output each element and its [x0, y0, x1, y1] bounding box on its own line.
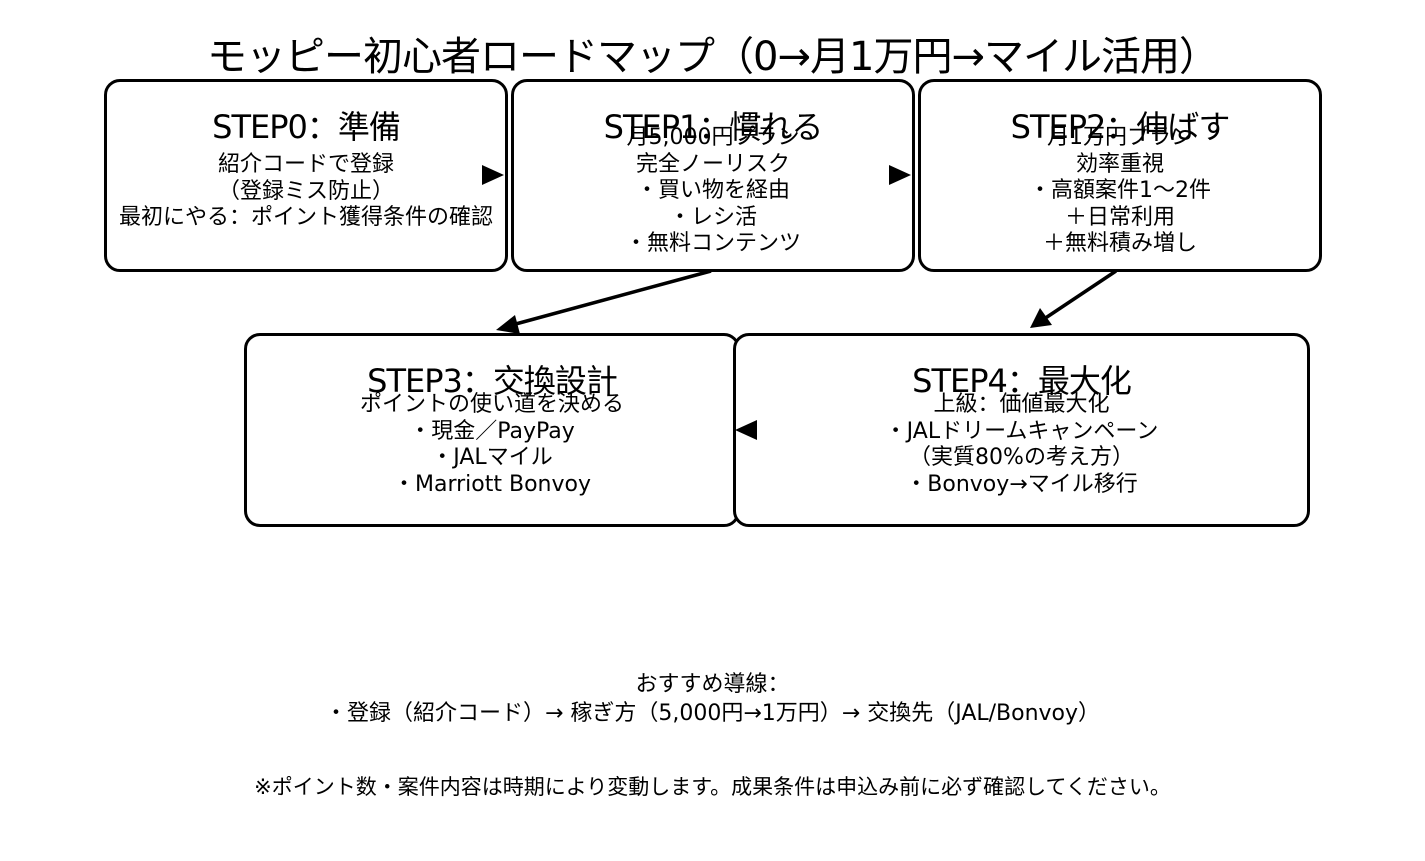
step0-details: 紹介コードで登録 （登録ミス防止） 最初にやる：ポイント獲得条件の確認	[107, 152, 505, 232]
step3-heading: STEP3：交換設計	[367, 362, 618, 400]
arrow-step1-to-step3	[496, 269, 712, 334]
step1-line: 完全ノーリスク	[635, 151, 790, 177]
step4-line: ・Bonvoy→マイル移行	[905, 471, 1138, 497]
step3-line: ・現金／PayPay	[409, 418, 575, 444]
step0-box: STEP0：準備 紹介コードで登録 （登録ミス防止） 最初にやる：ポイント獲得条…	[104, 79, 508, 272]
step4-line: （実質80%の考え方）	[909, 445, 1134, 470]
step2-details: 月1万円プラン 効率重視 ・高額案件1〜2件 ＋日常利用 ＋無料積み増し	[921, 125, 1319, 258]
step4-line: ・JALドリームキャンペーン	[884, 418, 1159, 444]
step1-line: ・買い物を経由	[635, 178, 790, 203]
step2-heading: STEP2：伸ばす	[1010, 108, 1231, 146]
step3-line: ポイントの使い道を決める	[359, 392, 624, 417]
step4-details: 上級：価値最大化 ・JALドリームキャンペーン （実質80%の考え方） ・Bon…	[736, 392, 1307, 498]
diagram-title: モッピー初心者ロードマップ（0→月1万円→マイル活用）	[207, 34, 1219, 80]
step1-line: 月5,000円プラン	[626, 125, 800, 150]
step0-heading: STEP0：準備	[212, 108, 401, 146]
step2-line: 効率重視	[1075, 151, 1164, 177]
step0-line: （登録ミス防止）	[217, 178, 394, 204]
recommendation-note: おすすめ導線： ・登録（紹介コード）→ 稼ぎ方（5,000円→1万円）→ 交換先…	[0, 670, 1425, 728]
arrow-step0-to-step1	[482, 165, 504, 185]
recommendation-path: ・登録（紹介コード）→ 稼ぎ方（5,000円→1万円）→ 交換先（JAL/Bon…	[324, 701, 1101, 726]
step3-line: ・JALマイル	[431, 445, 553, 470]
step4-line: 上級：価値最大化	[933, 392, 1110, 417]
step2-line: ＋日常利用	[1064, 204, 1175, 230]
step0-line: 最初にやる：ポイント獲得条件の確認	[118, 205, 493, 230]
step4-box: STEP4：最大化 上級：価値最大化 ・JALドリームキャンペーン （実質80%…	[733, 333, 1310, 527]
step2-line: ＋無料積み増し	[1042, 231, 1197, 256]
step1-box: STEP1：慣れる 月5,000円プラン 完全ノーリスク ・買い物を経由 ・レシ…	[511, 79, 915, 272]
step2-line: ・高額案件1〜2件	[1029, 178, 1211, 203]
step3-line: ・Marriott Bonvoy	[393, 471, 591, 497]
step1-line: ・無料コンテンツ	[624, 231, 801, 256]
step2-box: STEP2：伸ばす 月1万円プラン 効率重視 ・高額案件1〜2件 ＋日常利用 ＋…	[918, 79, 1322, 272]
step1-details: 月5,000円プラン 完全ノーリスク ・買い物を経由 ・レシ活 ・無料コンテンツ	[514, 125, 912, 258]
arrow-step2-to-step4	[1030, 269, 1117, 328]
arrow-step4-to-step3	[735, 420, 757, 440]
recommendation-heading: おすすめ導線：	[635, 672, 790, 697]
step4-heading: STEP4：最大化	[912, 362, 1132, 400]
step2-line: 月1万円プラン	[1047, 125, 1193, 150]
step1-line: ・レシ活	[668, 204, 757, 230]
step1-heading: STEP1：慣れる	[603, 108, 824, 146]
step3-details: ポイントの使い道を決める ・現金／PayPay ・JALマイル ・Marriot…	[247, 392, 737, 498]
disclaimer-footnote: ※ポイント数・案件内容は時期により変動します。成果条件は申込み前に必ず確認してく…	[254, 775, 1171, 799]
step0-line: 紹介コードで登録	[217, 152, 394, 177]
arrow-step1-to-step2	[889, 165, 911, 185]
step3-box: STEP3：交換設計 ポイントの使い道を決める ・現金／PayPay ・JALマ…	[244, 333, 740, 527]
